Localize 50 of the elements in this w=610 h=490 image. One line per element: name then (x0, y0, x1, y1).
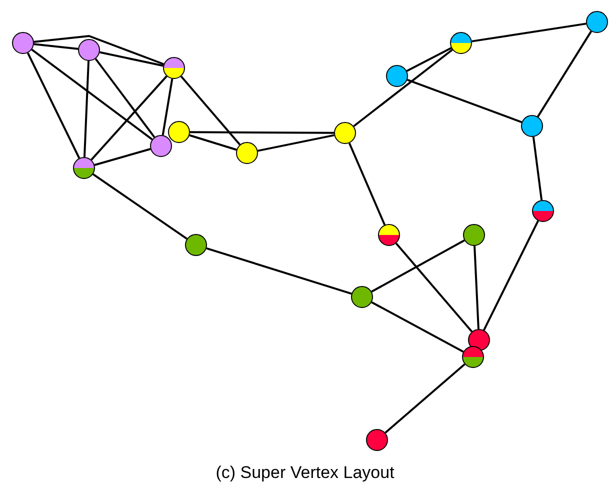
connector-line (94, 58, 156, 138)
connector-line (90, 76, 168, 160)
connector-line (353, 48, 453, 128)
connector-line (34, 43, 78, 50)
connector-line (472, 22, 586, 42)
connector-line (258, 134, 334, 152)
connector-line (83, 60, 90, 158)
graph-vertex (386, 65, 408, 87)
figure-caption: (c) Super Vertex Layout (214, 462, 396, 484)
connector-line (348, 142, 386, 226)
graph-vertex (168, 121, 190, 143)
graph-vertex (351, 286, 373, 308)
graph-vertex (532, 200, 554, 222)
connector-line (180, 76, 241, 146)
connector-line (189, 134, 237, 151)
connector-line (371, 239, 465, 293)
connector-line (190, 131, 334, 134)
connector-line (34, 34, 164, 66)
connector-line (100, 51, 164, 67)
graph-vertex (78, 39, 100, 61)
graph-vertex (463, 224, 485, 246)
connector-line (31, 48, 153, 140)
connector-line (483, 220, 539, 331)
connector-line (474, 246, 480, 330)
connector-line (162, 78, 174, 136)
connector-line (206, 247, 352, 295)
connector-line (406, 78, 522, 124)
connector-line (532, 136, 543, 200)
graph-vertex (163, 57, 185, 79)
graph-vertex (334, 122, 356, 144)
graph-vertex (366, 429, 388, 451)
graph-vertex (185, 234, 207, 256)
graph-vertex (236, 142, 258, 164)
graph-vertex (150, 135, 172, 157)
graph-vertex (521, 115, 543, 137)
graph-vertex (12, 32, 34, 54)
connector-line (406, 47, 452, 72)
connector-line (395, 242, 473, 332)
graph-vertex (462, 346, 484, 368)
graph-vertex (468, 329, 490, 351)
connector-line (371, 301, 464, 353)
graph-vertex (586, 11, 608, 33)
connector-line (26, 52, 80, 159)
graph-vertex (378, 224, 400, 246)
connector-line (92, 173, 188, 240)
graph-vertex (450, 32, 472, 54)
graph-vertex (73, 157, 95, 179)
connector-line (384, 363, 466, 434)
connector-line (94, 148, 151, 166)
connector-line (536, 30, 592, 118)
